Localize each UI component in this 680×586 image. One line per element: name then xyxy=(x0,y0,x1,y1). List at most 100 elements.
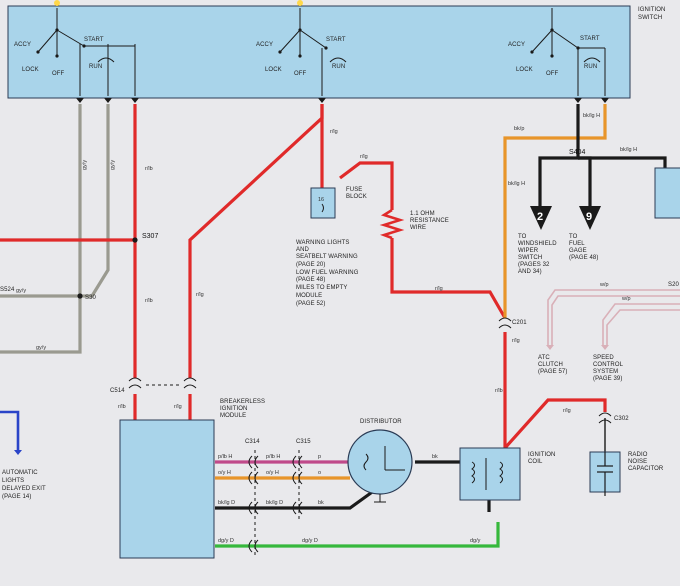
svg-text:(PAGE 57): (PAGE 57) xyxy=(538,369,567,375)
capacitor-label-2: NOISE xyxy=(628,459,647,465)
svg-text:r/lb: r/lb xyxy=(145,298,153,304)
ignition-switch-box xyxy=(7,5,631,99)
blue-wire xyxy=(0,410,20,450)
switch-3-off: OFF xyxy=(546,71,559,77)
connector-c302 xyxy=(598,412,612,424)
svg-text:r/lg: r/lg xyxy=(435,286,443,292)
svg-text:p: p xyxy=(318,454,321,460)
breakerless-label-3: MODULE xyxy=(220,413,246,419)
right-edge-component xyxy=(654,167,680,219)
switch-2-run: RUN xyxy=(332,64,345,70)
splice-s524-label: S524 xyxy=(0,287,15,293)
connector-c315 xyxy=(292,450,303,520)
ignition-coil-label-1: IGNITION xyxy=(528,452,555,458)
svg-text:(PAGES 32: (PAGES 32 xyxy=(518,262,550,268)
switch-3-lock: LOCK xyxy=(516,67,533,73)
svg-text:bk/lg D: bk/lg D xyxy=(266,500,283,506)
warning-lights-text: WARNING LIGHTS AND SEATBELT WARNING (PAG… xyxy=(296,240,359,307)
svg-text:r/lb: r/lb xyxy=(495,388,503,394)
resistance-wire-zigzag xyxy=(379,208,405,240)
breakerless-label-2: IGNITION xyxy=(220,406,247,412)
svg-text:bk: bk xyxy=(432,454,438,460)
switch-group-3 xyxy=(531,8,606,96)
coil-icon xyxy=(471,458,503,490)
pink-wire-arrows xyxy=(546,345,609,350)
svg-text:CLUTCH: CLUTCH xyxy=(538,362,563,368)
svg-text:o/y H: o/y H xyxy=(266,470,279,476)
svg-text:LIGHTS: LIGHTS xyxy=(2,478,24,484)
svg-text:(PAGE 39): (PAGE 39) xyxy=(593,376,622,382)
marker-2-number: 2 xyxy=(537,211,543,223)
breakerless-label-1: BREAKERLESS xyxy=(220,399,265,405)
fuse-block-label-2: BLOCK xyxy=(346,194,367,200)
svg-text:(PAGE 48): (PAGE 48) xyxy=(296,277,325,283)
switch-group-2-contacts xyxy=(278,28,328,58)
switch-1-start: START xyxy=(84,37,104,43)
svg-text:r/lb: r/lb xyxy=(118,404,126,410)
black-wires xyxy=(215,104,667,512)
connector-c201 xyxy=(498,317,512,329)
fuse-icon xyxy=(321,203,324,213)
svg-text:bk/p: bk/p xyxy=(514,126,524,132)
fuse-block-label-1: FUSE xyxy=(346,187,362,193)
connector-c201-label: C201 xyxy=(512,320,527,326)
fuel-gage-text: TO FUEL GAGE (PAGE 48) xyxy=(569,234,598,261)
marker-9-icon xyxy=(579,206,601,230)
svg-text:r/lg: r/lg xyxy=(563,408,571,414)
splice-s20-label: S20 xyxy=(668,282,680,288)
svg-text:TO: TO xyxy=(569,234,578,240)
splice-s30-label: S30 xyxy=(85,295,97,301)
resistance-label-2: RESISTANCE xyxy=(410,218,449,224)
svg-text:w/p: w/p xyxy=(599,282,609,288)
svg-text:p/lb H: p/lb H xyxy=(218,454,232,460)
capacitor-icon xyxy=(597,452,613,496)
switch-output-arrows xyxy=(76,98,609,103)
svg-text:bk/lg D: bk/lg D xyxy=(218,500,235,506)
resistance-label-1: 1.1 OHM xyxy=(410,211,435,217)
connector-c314 xyxy=(248,450,259,556)
svg-text:WINDSHIELD: WINDSHIELD xyxy=(518,241,557,247)
blue-wire-arrow xyxy=(14,450,22,455)
green-wire xyxy=(215,522,500,548)
automatic-lights-text: AUTOMATIC LIGHTS DELAYED EXIT (PAGE 14) xyxy=(2,470,46,500)
svg-text:(PAGE 52): (PAGE 52) xyxy=(296,301,325,307)
svg-text:GAGE: GAGE xyxy=(569,248,587,254)
svg-text:CONTROL: CONTROL xyxy=(593,362,624,368)
svg-text:gy/y: gy/y xyxy=(82,160,88,170)
switch-2-start: START xyxy=(326,37,346,43)
svg-text:TO: TO xyxy=(518,234,527,240)
svg-text:SWITCH: SWITCH xyxy=(518,255,542,261)
svg-text:dg/y D: dg/y D xyxy=(302,538,318,544)
switch-3-accy: ACCY xyxy=(508,42,525,48)
svg-text:WIPER: WIPER xyxy=(518,248,539,254)
svg-text:p/lb H: p/lb H xyxy=(266,454,280,460)
connector-c314-label: C314 xyxy=(245,439,260,445)
switch-group-1-contacts xyxy=(36,28,86,58)
connector-c514-label: C514 xyxy=(110,388,125,394)
ignition-coil-label-2: COIL xyxy=(528,459,543,465)
svg-text:MODULE: MODULE xyxy=(296,293,322,299)
atc-clutch-text: ATC CLUTCH (PAGE 57) xyxy=(538,355,567,375)
svg-text:r/lg: r/lg xyxy=(174,404,182,410)
fuse-block-number: 16 xyxy=(318,197,324,203)
marker-9-number: 9 xyxy=(586,211,592,223)
svg-text:r/lb: r/lb xyxy=(145,166,153,172)
fuse-block xyxy=(310,187,336,219)
svg-text:SEATBELT WARNING: SEATBELT WARNING xyxy=(296,254,358,260)
svg-text:ATC: ATC xyxy=(538,355,550,361)
switch-group-3-contacts xyxy=(530,28,580,58)
svg-text:SPEED: SPEED xyxy=(593,355,614,361)
svg-text:FUEL: FUEL xyxy=(569,241,585,247)
svg-text:AUTOMATIC: AUTOMATIC xyxy=(2,470,38,476)
capacitor-label-3: CAPACITOR xyxy=(628,466,664,472)
svg-text:r/lg: r/lg xyxy=(360,154,368,160)
ignition-coil xyxy=(459,447,521,501)
svg-text:o/y H: o/y H xyxy=(218,470,231,476)
switch-2-accy: ACCY xyxy=(256,42,273,48)
svg-text:r/lg: r/lg xyxy=(196,292,204,298)
svg-text:w/p: w/p xyxy=(621,296,631,302)
switch-2-off: OFF xyxy=(294,71,307,77)
ignition-switch-title-1: IGNITION xyxy=(638,7,665,13)
